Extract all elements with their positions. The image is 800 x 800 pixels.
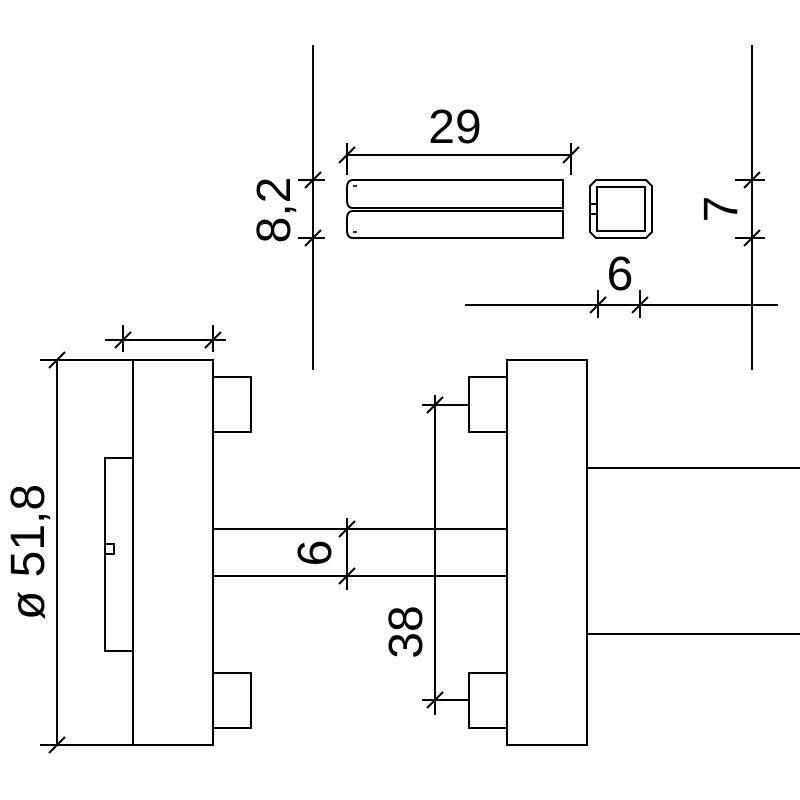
dim-spindle-height-label: 8,2: [248, 177, 301, 244]
left-rose-plate: [132, 359, 214, 746]
dim-spindle-height: 8,2: [248, 171, 325, 247]
left-rose-bottom-stud: [212, 672, 252, 729]
dim-diameter: ø 51,8: [2, 351, 133, 754]
dim-rose-thickness: [105, 325, 226, 352]
right-rose-collar: [586, 467, 800, 635]
left-rose-notch: [105, 543, 115, 555]
right-rose-plate: [506, 359, 588, 746]
right-rose: [468, 359, 800, 746]
spindle-lower-bar: [346, 210, 564, 239]
right-rose-bottom-stud: [468, 672, 508, 729]
spindle-side-view: [312, 45, 564, 370]
dim-diameter-label: ø 51,8: [2, 484, 55, 620]
dim-rose-distance: 38: [380, 395, 469, 715]
dim-spindle-length-label: 29: [428, 101, 481, 154]
dim-square-size-label: 7: [695, 196, 748, 223]
dim-square-width-label: 6: [607, 248, 634, 301]
dim-spindle-square-label: 6: [289, 540, 342, 567]
dim-rose-distance-label: 38: [380, 605, 433, 658]
dim-square-width: 6: [465, 248, 778, 318]
square-profile: [589, 179, 653, 239]
left-rose-top-stud: [212, 376, 252, 433]
square-profile-outer: [589, 179, 653, 239]
assembly-spindle: [213, 528, 507, 577]
spindle-upper-bar: [346, 179, 564, 209]
dim-spindle-square: 6: [289, 518, 356, 590]
left-rose: [104, 359, 252, 746]
right-rose-top-stud: [468, 376, 508, 433]
square-profile-inner: [596, 186, 646, 232]
dim-square-size: 7: [695, 45, 765, 370]
dim-spindle-length: 29: [338, 101, 580, 175]
